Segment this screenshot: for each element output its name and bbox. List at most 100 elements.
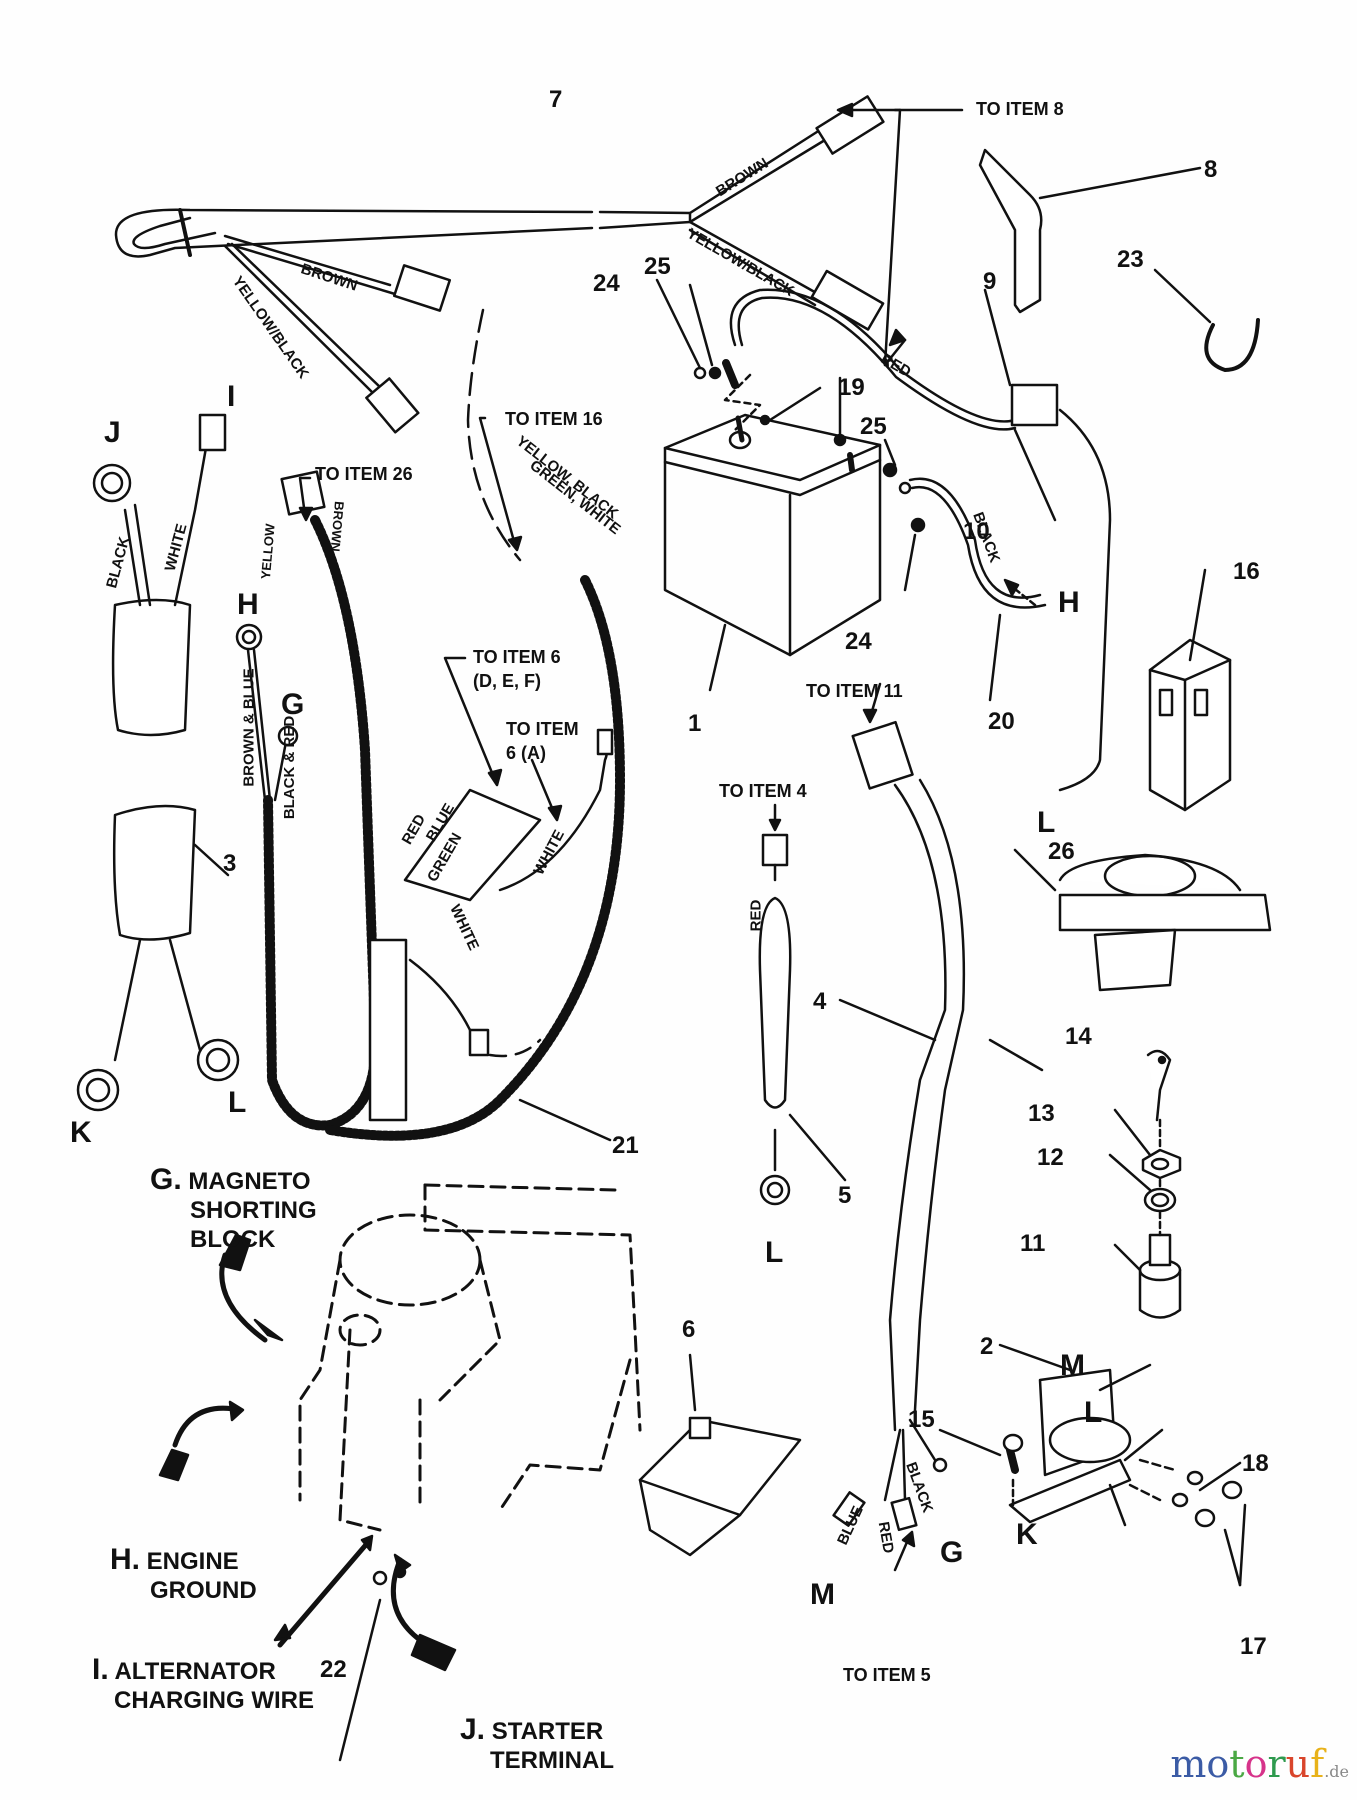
watermark-letters: motoruf: [1170, 1742, 1324, 1786]
ground-cable-item-20: [908, 477, 1047, 702]
wire-label-black-red: BLACK & RED: [281, 715, 299, 820]
terminal-l-left: L: [228, 1086, 247, 1119]
callout-to-item-8: TO ITEM 8: [976, 99, 1064, 119]
item-number-9: 9: [983, 268, 997, 295]
fuse-lead-item-5: [758, 803, 847, 1206]
engine-label-alternator-line1: ALTERNATOR: [114, 1658, 276, 1685]
leads-h-g: [235, 623, 299, 802]
clip-item-23: [1153, 268, 1260, 372]
watermark-tld: .de: [1324, 1762, 1349, 1781]
item-number-10: 10: [963, 518, 990, 545]
item-number-7: 7: [549, 86, 563, 113]
engine-label-ground-line1: ENGINE: [146, 1548, 239, 1575]
engine-label-alternator-letter: I.: [92, 1653, 109, 1686]
engine-label-magneto-letter: G.: [150, 1163, 182, 1196]
connector-item-6: [638, 1353, 802, 1557]
watermark-logo: motoruf.de: [1170, 1742, 1349, 1786]
terminal-g-bottom: G: [940, 1536, 964, 1569]
watermark-letter: m: [1170, 1742, 1207, 1786]
wire-label-red-5: RED: [747, 899, 765, 932]
cable-item-4: [832, 682, 966, 1572]
item-number-5: 5: [838, 1182, 852, 1209]
terminal-m-switch: M: [1060, 1349, 1085, 1382]
callout-to-item-6-a-2: 6 (A): [506, 743, 546, 763]
terminal-l-right: L: [1037, 806, 1056, 839]
item-number-6: 6: [682, 1316, 696, 1343]
component-item-26: [1013, 848, 1272, 992]
engine-label-starter-letter: J.: [460, 1713, 486, 1746]
callout-to-item-6-a-1: TO ITEM: [506, 719, 579, 739]
callout-to-item-6-def-1: TO ITEM 6: [473, 647, 561, 667]
bracket-item-8: [978, 148, 1202, 314]
item-number-17: 17: [1240, 1633, 1267, 1660]
callout-to-item-5: TO ITEM 5: [843, 1665, 931, 1685]
engine-label-magneto-line2: SHORTING: [190, 1197, 317, 1225]
watermark-letter: f: [1310, 1742, 1325, 1786]
engine-label-magneto-line3: BLOCK: [190, 1225, 276, 1253]
terminal-m-bottom: M: [810, 1578, 835, 1611]
callout-to-item-11: TO ITEM 11: [806, 681, 903, 701]
item-number-18: 18: [1242, 1450, 1269, 1477]
item-number-1: 1: [688, 710, 702, 737]
item-number-16: 16: [1233, 558, 1260, 585]
terminal-l-switch: L: [1084, 1396, 1103, 1429]
callout-to-item-4: TO ITEM 4: [719, 781, 807, 801]
item-number-20: 20: [988, 708, 1015, 735]
item-number-13: 13: [1028, 1100, 1055, 1127]
cable-item-10: [729, 288, 1112, 792]
terminal-j: J: [104, 416, 121, 449]
ignition-switch-stack: [988, 1038, 1182, 1319]
engine-label-alternator: I. ALTERNATOR CHARGING WIRE: [92, 1652, 314, 1716]
watermark-letter: t: [1229, 1742, 1245, 1786]
engine-label-starter-line1: STARTER: [491, 1718, 604, 1745]
engine-label-alternator-line2: CHARGING WIRE: [114, 1687, 314, 1715]
item-number-15: 15: [908, 1406, 935, 1433]
terminal-k-switch: K: [1016, 1518, 1038, 1551]
item-number-2: 2: [980, 1333, 994, 1360]
bracket-item-2: [938, 1343, 1247, 1587]
terminal-h-right: H: [1058, 586, 1080, 619]
callout-to-item-16: TO ITEM 16: [505, 409, 603, 429]
item-number-24: 24: [593, 270, 620, 297]
item-number-3: 3: [223, 850, 237, 877]
engine-label-ground-line2: GROUND: [150, 1577, 257, 1605]
lead-item-3: [76, 413, 240, 1112]
engine-label-ground: H. ENGINE GROUND: [110, 1542, 257, 1606]
engine-label-ground-letter: H.: [110, 1543, 140, 1576]
watermark-letter: u: [1285, 1742, 1311, 1786]
terminal-h-left: H: [237, 588, 259, 621]
engine-label-starter-line2: TERMINAL: [490, 1747, 614, 1775]
terminal-l-mid: L: [765, 1236, 784, 1269]
item-number-19: 19: [838, 374, 865, 401]
terminal-i: I: [227, 380, 236, 413]
terminal-g-left: G: [281, 688, 305, 721]
harness-item-21: [263, 470, 625, 1142]
engine-arrows: [158, 1233, 457, 1762]
item-number-14: 14: [1065, 1023, 1092, 1050]
battery-item-1: [655, 278, 926, 692]
to-item-8-leader: [836, 102, 964, 367]
item-number-23: 23: [1117, 246, 1144, 273]
item-number-11: 11: [1020, 1230, 1046, 1257]
engine-label-magneto: G. MAGNETO SHORTING BLOCK: [150, 1162, 317, 1254]
item-number-25: 25: [644, 253, 671, 280]
item-number-26: 26: [1048, 838, 1075, 865]
callout-arrows: [298, 416, 563, 822]
item-number-21: 21: [612, 1132, 639, 1159]
item-number-12: 12: [1037, 1144, 1064, 1171]
item-number-22: 22: [320, 1656, 347, 1683]
wire-label-brown-blue: BROWN & BLUE: [240, 668, 258, 787]
watermark-letter: r: [1267, 1742, 1286, 1786]
engine-outline: [298, 1183, 642, 1532]
watermark-letter: o: [1244, 1742, 1268, 1786]
callout-to-item-6-def-2: (D, E, F): [473, 671, 541, 691]
item-number-25b: 25: [860, 413, 887, 440]
item-number-24b: 24: [845, 628, 872, 655]
engine-label-starter: J. STARTER TERMINAL: [460, 1712, 614, 1776]
relay-item-16: [1148, 568, 1232, 812]
watermark-letter: o: [1206, 1742, 1230, 1786]
callout-to-item-26: TO ITEM 26: [315, 464, 413, 484]
terminal-k-left: K: [70, 1116, 92, 1149]
